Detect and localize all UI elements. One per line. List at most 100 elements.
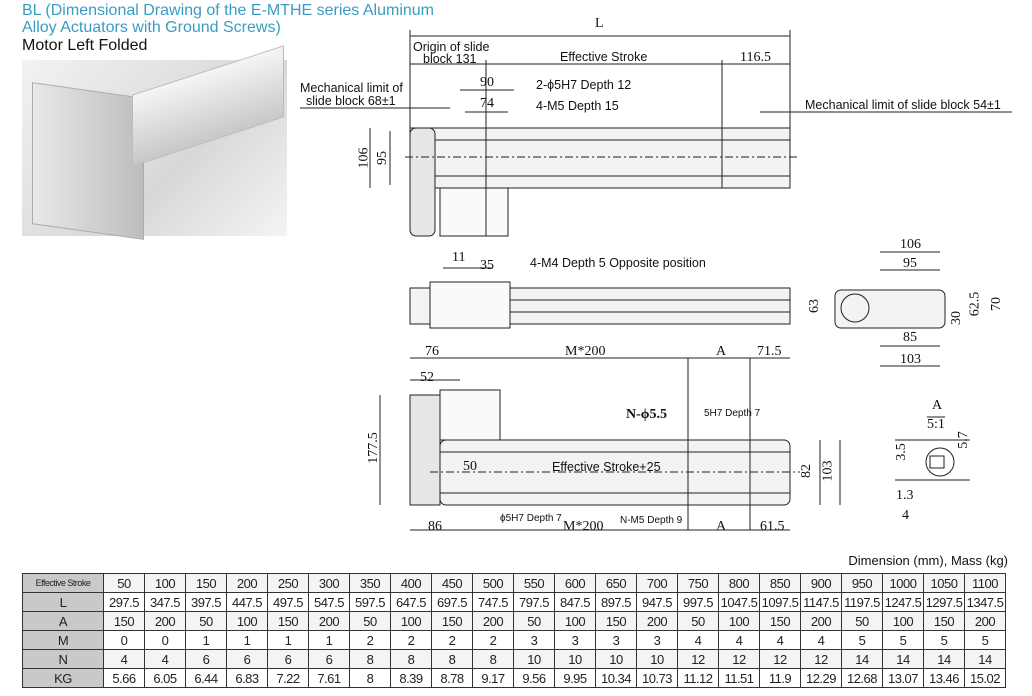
table-cell: 50 (349, 611, 391, 631)
table-cell: 10 (554, 649, 596, 669)
dim-71-5: 71.5 (757, 344, 782, 359)
effective-stroke-25-label: Effective Stroke+25 (552, 460, 661, 474)
end-dim-95: 95 (903, 256, 917, 271)
table-cell: 200 (472, 611, 514, 631)
table-cell: 150 (923, 611, 965, 631)
table-cell: 4 (800, 630, 842, 650)
table-cell: 397.5 (185, 592, 227, 612)
dim-61-5: 61.5 (760, 519, 785, 534)
table-cell: 400 (390, 573, 432, 593)
dim-L: L (595, 16, 604, 31)
dim-52: 52 (420, 370, 434, 385)
table-cell: 50 (513, 611, 555, 631)
dim-106: 106 (356, 147, 372, 169)
table-cell: 150 (595, 611, 637, 631)
table-cell: 12.29 (800, 668, 842, 688)
table-cell: 3 (636, 630, 678, 650)
table-cell: 5.66 (103, 668, 145, 688)
table-cell: 13.46 (923, 668, 965, 688)
effective-stroke-label: Effective Stroke (560, 50, 648, 64)
table-cell: 0 (103, 630, 145, 650)
table-cell: 10.34 (595, 668, 637, 688)
table-cell: 947.5 (636, 592, 678, 612)
table-cell: 797.5 (513, 592, 555, 612)
table-cell: 8 (472, 649, 514, 669)
product-photo (22, 45, 287, 240)
subtitle: Motor Left Folded (22, 37, 148, 54)
table-cell: 4 (759, 630, 801, 650)
end-dim-106: 106 (900, 237, 921, 252)
row-header: Effective Stroke (22, 573, 104, 593)
dim-35: 35 (480, 258, 494, 273)
title-line-1: BL (Dimensional Drawing of the E-MTHE se… (22, 2, 434, 19)
dim-50: 50 (463, 459, 477, 474)
n-hole-label: N-ϕ5.5 (626, 407, 668, 422)
table-cell: 50 (841, 611, 883, 631)
detail-1-3: 1.3 (896, 488, 914, 503)
mech-limit-left: Mechanical limit of (300, 81, 403, 95)
table-cell: 200 (226, 573, 268, 593)
table-cell: 100 (226, 611, 268, 631)
side-note: 4-M4 Depth 5 Opposite position (530, 256, 706, 270)
table-cell: 2 (431, 630, 473, 650)
mech-limit-left-2: slide block 68±1 (306, 94, 396, 108)
table-cell: 700 (636, 573, 678, 593)
table-cell: 1147.5 (800, 592, 842, 612)
mech-limit-right: Mechanical limit of slide block 54±1 (805, 98, 1001, 112)
table-cell: 747.5 (472, 592, 514, 612)
table-cell: 800 (718, 573, 760, 593)
row-header: N (22, 649, 104, 669)
table-cell: 100 (144, 573, 186, 593)
nm5-label: N-M5 Depth 9 (620, 515, 683, 526)
table-cell: 8 (349, 668, 391, 688)
row-header: A (22, 611, 104, 631)
dim-116-5: 116.5 (740, 50, 771, 65)
table-cell: 3 (513, 630, 555, 650)
table-cell: 1 (185, 630, 227, 650)
table-cell: 200 (964, 611, 1006, 631)
side-view-body (409, 267, 791, 329)
table-cell: 1347.5 (964, 592, 1006, 612)
table-cell: 14 (923, 649, 965, 669)
table-cell: 850 (759, 573, 801, 593)
table-cell: 12 (718, 649, 760, 669)
dim-76: 76 (425, 344, 439, 359)
table-cell: 250 (267, 573, 309, 593)
table-cell: 150 (103, 611, 145, 631)
table-cell: 1047.5 (718, 592, 760, 612)
end-view-body (834, 251, 946, 367)
table-cell: 200 (800, 611, 842, 631)
table-cell: 6.05 (144, 668, 186, 688)
table-cell: 8.39 (390, 668, 432, 688)
table-cell: 750 (677, 573, 719, 593)
table-cell: 347.5 (144, 592, 186, 612)
table-cell: 12 (759, 649, 801, 669)
dim-95: 95 (375, 151, 390, 165)
hole-note-1: 2-ϕ5H7 Depth 12 (536, 78, 632, 92)
table-cell: 11.12 (677, 668, 719, 688)
row-header: L (22, 592, 104, 612)
end-dim-30: 30 (949, 311, 964, 325)
end-dim-85: 85 (903, 330, 917, 345)
table-cell: 10 (636, 649, 678, 669)
table-cell: 4 (103, 649, 145, 669)
table-cell: 550 (513, 573, 555, 593)
dim-103: 103 (820, 460, 836, 482)
table-cell: 6.83 (226, 668, 268, 688)
top-view-body (300, 30, 1012, 237)
table-cell: 497.5 (267, 592, 309, 612)
table-cell: 6 (308, 649, 350, 669)
table-cell: 950 (841, 573, 883, 593)
hole-note-2: 4-M5 Depth 15 (536, 99, 619, 113)
table-caption: Dimension (mm), Mass (kg) (848, 553, 1008, 568)
table-cell: 50 (677, 611, 719, 631)
table-cell: 200 (308, 611, 350, 631)
table-cell: 6 (226, 649, 268, 669)
table-cell: 10 (595, 649, 637, 669)
table-cell: 12.68 (841, 668, 883, 688)
end-dim-63: 63 (807, 299, 822, 313)
